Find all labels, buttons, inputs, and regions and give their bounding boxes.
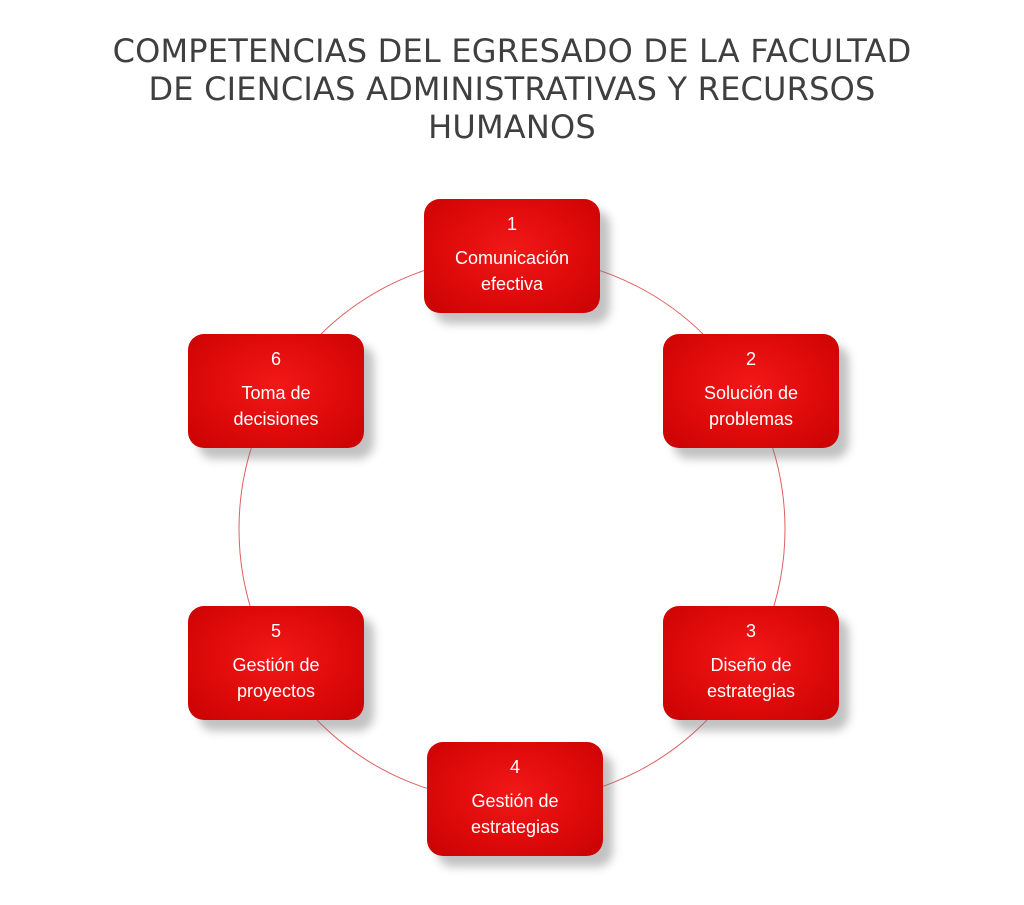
competency-node-5: 5 Gestión de proyectos — [188, 606, 364, 720]
node-label-line-2: decisiones — [233, 409, 319, 429]
node-label-line-1: Toma de — [241, 383, 311, 403]
node-label-line-1: Gestión de — [232, 655, 320, 675]
competency-node-6: 6 Toma de decisiones — [188, 334, 364, 448]
node-label-line-1: Gestión de — [471, 791, 559, 811]
node-label-line-2: estrategias — [706, 681, 796, 701]
title-line-1: COMPETENCIAS DEL EGRESADO DE LA FACULTAD — [112, 32, 912, 70]
title-line-3: HUMANOS — [428, 108, 596, 146]
node-number: 3 — [745, 621, 756, 641]
node-number: 1 — [506, 214, 517, 234]
node-label-line-2: proyectos — [236, 681, 316, 701]
diagram-title: COMPETENCIAS DEL EGRESADO DE LA FACULTAD… — [40, 32, 984, 146]
node-label-line-1: Comunicación — [454, 248, 570, 268]
title-line-2: DE CIENCIAS ADMINISTRATIVAS Y RECURSOS — [148, 70, 876, 108]
node-label-line-2: problemas — [708, 409, 794, 429]
node-label-line-1: Diseño de — [710, 655, 792, 675]
node-label-line-2: estrategias — [470, 817, 560, 837]
node-number: 2 — [745, 349, 756, 369]
competency-node-2: 2 Solución de problemas — [663, 334, 839, 448]
node-label-line-1: Solución de — [703, 383, 799, 403]
competency-node-4: 4 Gestión de estrategias — [427, 742, 603, 856]
node-label-line-2: efectiva — [480, 274, 544, 294]
node-number: 5 — [270, 621, 281, 641]
competency-node-1: 1 Comunicación efectiva — [424, 199, 600, 313]
node-number: 4 — [509, 757, 520, 777]
node-number: 6 — [270, 349, 281, 369]
competency-node-3: 3 Diseño de estrategias — [663, 606, 839, 720]
